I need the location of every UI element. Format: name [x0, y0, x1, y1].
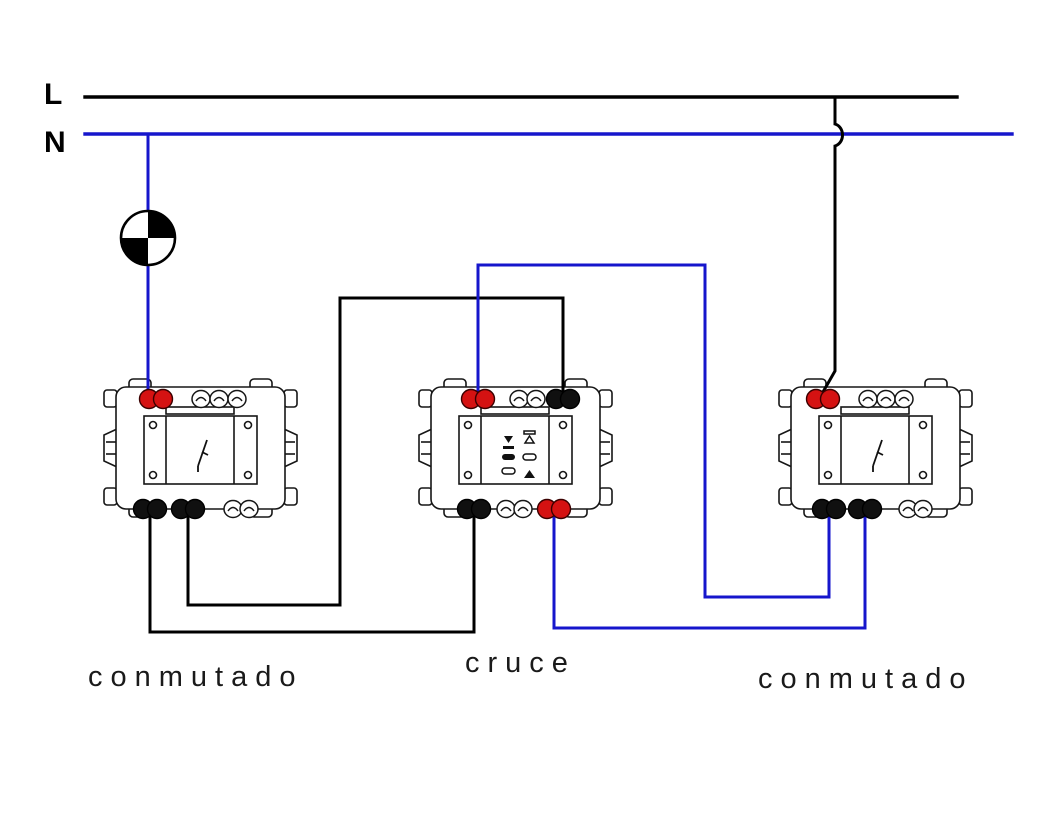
traveler-wire-left-top	[186, 296, 565, 607]
black-terminal-pair	[847, 498, 883, 520]
black-terminal-pair	[456, 498, 492, 520]
caption-switch-right: conmutado	[758, 663, 974, 695]
black-terminal-pair	[170, 498, 206, 520]
line-l-label: L	[44, 78, 62, 111]
red-terminal-pair	[805, 388, 841, 410]
red-terminal-pair	[138, 388, 174, 410]
red-terminal-pair	[536, 498, 572, 520]
cross-switch-icon	[501, 430, 537, 478]
black-terminal-pair	[545, 388, 581, 410]
screw-terminal	[526, 389, 546, 409]
caption-switch-middle: cruce	[465, 647, 576, 679]
traveler-wire-left-bottom	[148, 513, 476, 634]
screw-terminal	[509, 389, 529, 409]
screw-terminal	[894, 389, 914, 409]
live-feed-wire	[820, 95, 844, 395]
screw-terminal	[513, 499, 533, 519]
screw-terminal	[876, 389, 896, 409]
line-n-label: N	[44, 126, 66, 159]
screw-terminal	[227, 389, 247, 409]
screw-terminal	[858, 389, 878, 409]
screw-terminal	[191, 389, 211, 409]
red-terminal-pair	[460, 388, 496, 410]
switch-middle-cruce	[418, 378, 613, 518]
screw-terminal	[209, 389, 229, 409]
traveler-wire-right-bottom	[552, 513, 867, 630]
screw-terminal	[913, 499, 933, 519]
lamp-icon	[119, 209, 177, 267]
black-terminal-pair	[132, 498, 168, 520]
caption-switch-left: conmutado	[88, 661, 304, 693]
screw-terminal	[239, 499, 259, 519]
black-terminal-pair	[811, 498, 847, 520]
screw-terminal	[496, 499, 516, 519]
traveler-wire-right-top	[476, 263, 831, 599]
